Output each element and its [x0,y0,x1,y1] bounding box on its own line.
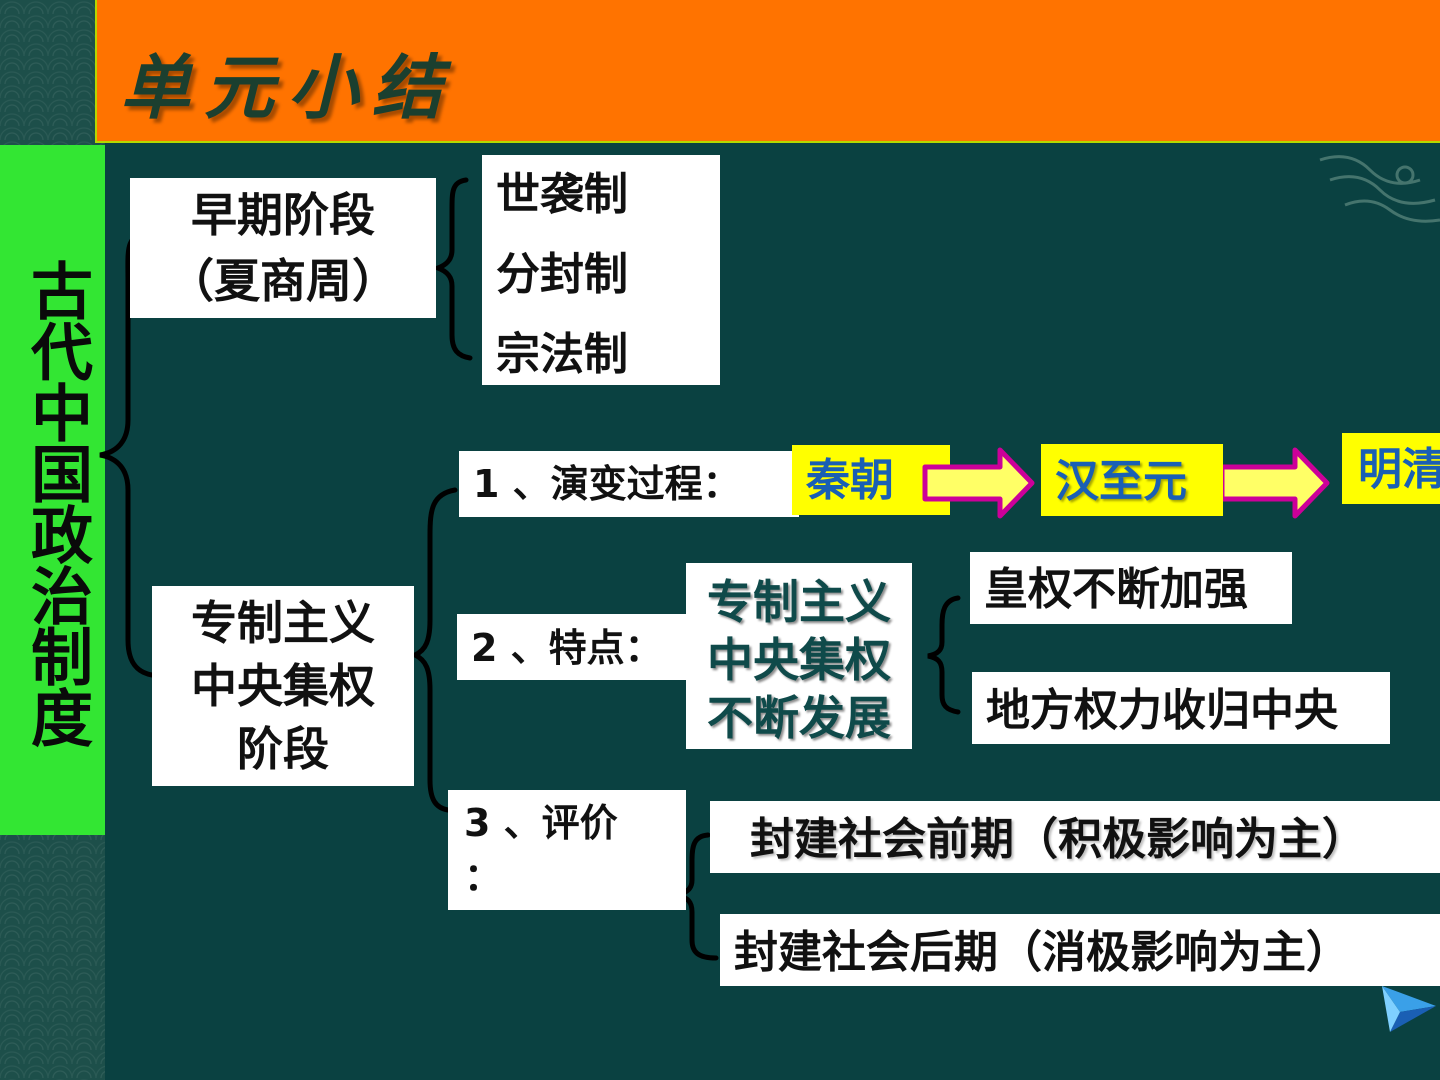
title-bar [95,0,1440,143]
feature-line1: 专制主义 [707,575,891,629]
step-qin: 秦朝 [792,445,950,515]
evolution-label-box: 1 、演变过程： [459,451,799,517]
arrow-right-icon [1219,447,1330,519]
early-stage-box: 早期阶段 （夏商周） [130,178,436,318]
evaluation-item-1-box: 封建社会前期（积极影响为主） [710,801,1440,873]
evaluation-label-box: 3 、评价 ： [448,790,686,910]
feature-item-2-box: 地方权力收归中央 [972,672,1390,744]
feature-item-1: 皇权不断加强 [984,564,1248,615]
early-stage-line2: （夏商周） [168,254,398,308]
step-ming-qing: 明清 [1342,433,1440,504]
central-stage-line2: 中央集权 [191,659,375,713]
arrow-right-icon [922,447,1035,519]
early-stage-line1: 早期阶段 [191,188,375,242]
side-title: 古代中国政治制度 [20,259,93,747]
evaluation-item-2-box: 封建社会后期（消极影响为主） [720,914,1440,986]
evaluation-item-1: 封建社会前期（积极影响为主） [750,814,1366,865]
feature-line2: 中央集权 [707,633,891,687]
feature-item-1-box: 皇权不断加强 [970,552,1292,624]
evolution-label: 1 、演变过程： [473,462,741,506]
central-stage-line3: 阶段 [237,722,329,776]
feature-label-box: 2 、特点： [457,614,693,680]
step-han-yuan-label: 汉至元 [1055,456,1187,507]
central-stage-line1: 专制主义 [191,596,375,650]
early-items-box: 世袭制 分封制 宗法制 [482,155,720,385]
side-title-box: 古代中国政治制度 [0,145,105,835]
evaluation-label-line2: ： [464,855,503,899]
feature-item-2: 地方权力收归中央 [986,685,1338,736]
step-ming-qing-label: 明清 [1358,444,1440,495]
feature-label: 2 、特点： [471,626,663,670]
page-title: 单元小结 [120,46,456,129]
early-item-1: 世袭制 [496,169,628,220]
step-han-yuan: 汉至元 [1041,444,1223,516]
early-item-3: 宗法制 [496,329,628,380]
evaluation-label-line1: 3 、评价 [464,801,618,845]
early-item-2: 分封制 [496,249,628,300]
evaluation-item-2: 封建社会后期（消极影响为主） [734,927,1350,978]
step-qin-label: 秦朝 [806,455,894,506]
next-arrow-icon[interactable] [1380,978,1440,1038]
corner-ornament [1319,155,1440,223]
central-stage-box: 专制主义 中央集权 阶段 [152,586,414,786]
feature-main-box: 专制主义 中央集权 不断发展 [686,563,912,749]
feature-line3: 不断发展 [707,691,891,745]
